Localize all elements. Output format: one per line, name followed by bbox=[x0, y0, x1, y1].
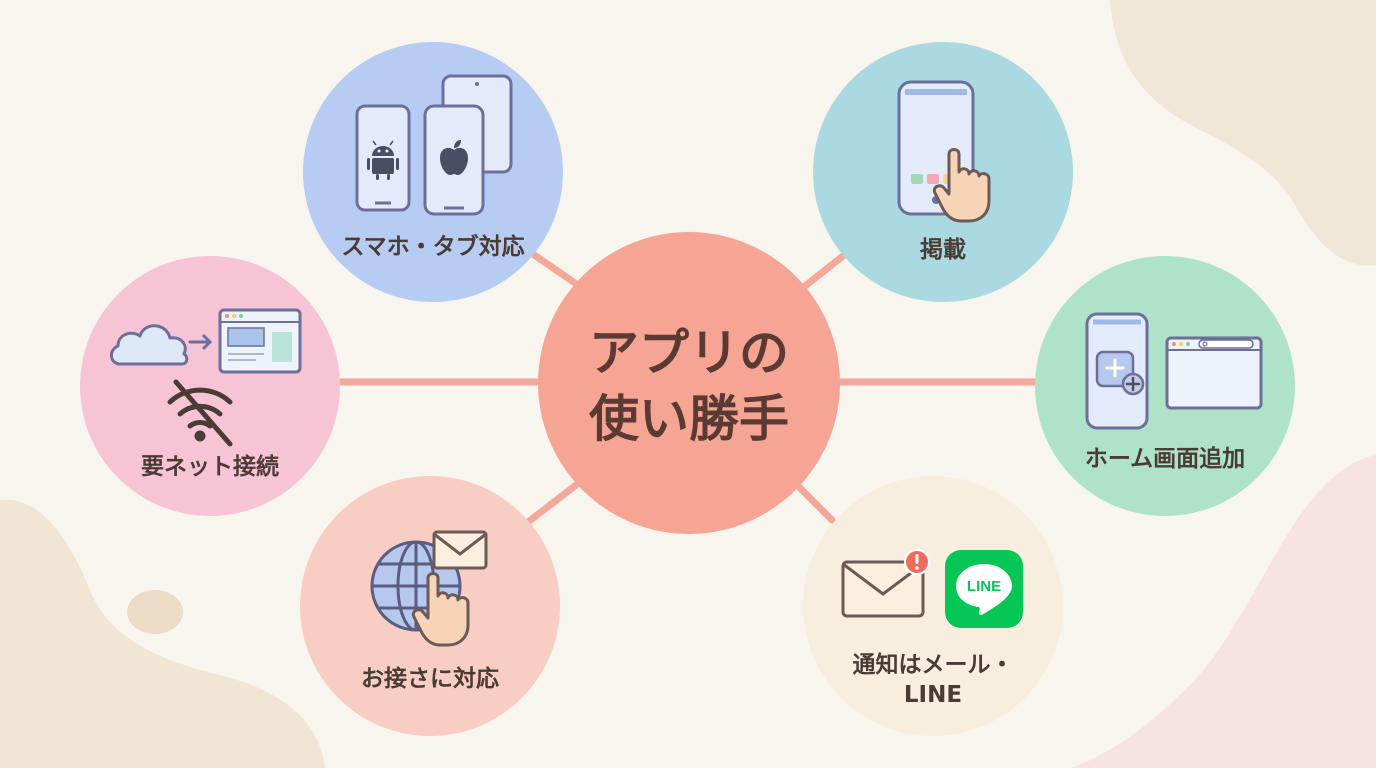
node-posting: 掲載 bbox=[813, 42, 1073, 302]
plus-icon bbox=[1105, 358, 1125, 378]
no-wifi-icon bbox=[167, 379, 233, 447]
node-internet-required-label: 要ネット接続 bbox=[141, 454, 279, 480]
node-notification: LINE 通知はメール・ LINE bbox=[803, 476, 1063, 736]
background-blob-bottom-left bbox=[0, 500, 325, 768]
center-title-line1: アプリの bbox=[589, 324, 789, 382]
node-elderly-friendly-label: お接さに対応 bbox=[361, 666, 499, 692]
plus-circle-icon bbox=[1125, 376, 1141, 392]
apple-logo-icon bbox=[440, 140, 468, 175]
cloud-to-browser-icon bbox=[110, 308, 302, 447]
arrow-right-icon bbox=[188, 334, 213, 350]
globe-mail-tap-icon bbox=[370, 530, 488, 647]
phone-tap-icon bbox=[897, 80, 991, 223]
envelope-icon bbox=[432, 530, 488, 570]
cloud-icon bbox=[110, 324, 189, 366]
line-logo-text: LINE bbox=[966, 578, 1002, 595]
node-notification-label-line2: LINE bbox=[903, 682, 963, 708]
line-logo-icon: LINE bbox=[945, 550, 1023, 628]
node-device-support-label: スマホ・タブ対応 bbox=[341, 234, 525, 260]
node-home-screen: ホーム画面追加 bbox=[1035, 256, 1295, 516]
center-node: アプリの 使い勝手 bbox=[538, 232, 840, 534]
node-home-screen-label: ホーム画面追加 bbox=[1084, 446, 1246, 472]
node-notification-label-line1: 通知はメール・ bbox=[852, 652, 1014, 678]
browser-window-icon bbox=[218, 308, 302, 374]
android-logo-icon bbox=[367, 140, 399, 180]
node-internet-required: 要ネット接続 bbox=[80, 256, 340, 516]
mail-alert-icon bbox=[841, 549, 930, 618]
pointing-hand-icon bbox=[932, 148, 991, 223]
pointing-hand-icon bbox=[411, 572, 470, 647]
add-to-home-screen-icon bbox=[1085, 312, 1263, 430]
devices-icon bbox=[355, 74, 513, 216]
background-blob-bottom-right bbox=[1070, 455, 1376, 768]
alert-badge-icon bbox=[904, 549, 930, 575]
background-blob-top-right bbox=[1110, 0, 1376, 266]
browser-window-icon bbox=[1165, 336, 1263, 410]
node-posting-label: 掲載 bbox=[920, 237, 966, 263]
center-title-line2: 使い勝手 bbox=[589, 390, 789, 448]
node-elderly-friendly: お接さに対応 bbox=[300, 476, 560, 736]
node-device-support: スマホ・タブ対応 bbox=[303, 42, 563, 302]
